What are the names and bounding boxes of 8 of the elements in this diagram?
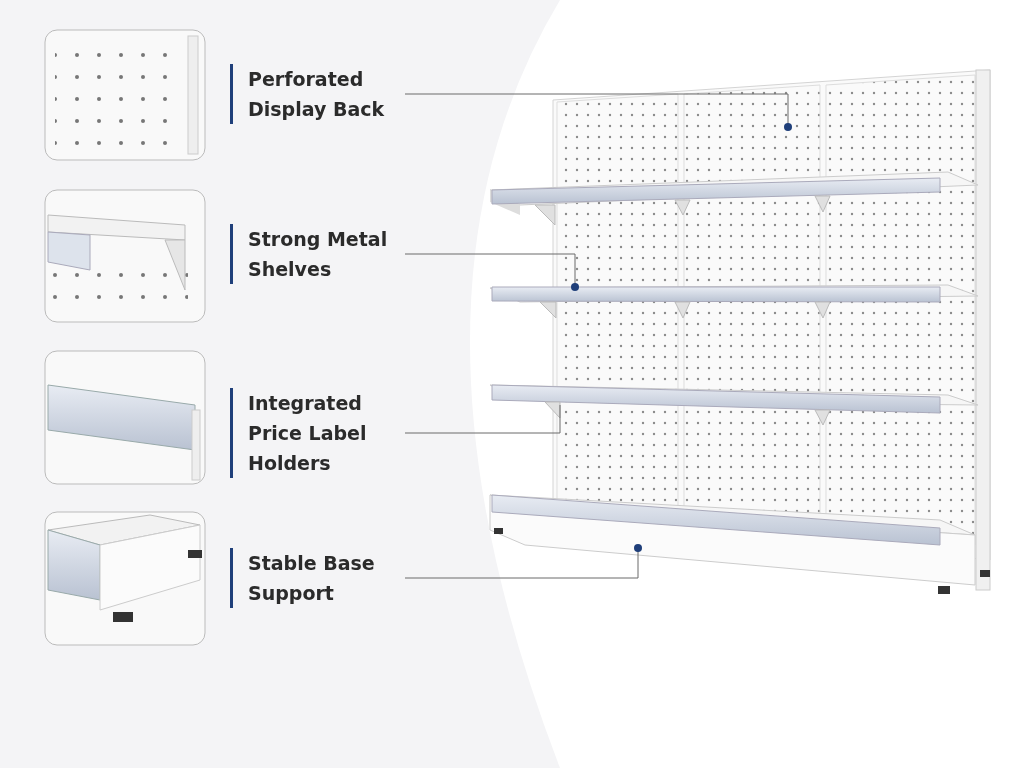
feature-label: Perforated Display Back bbox=[230, 64, 405, 124]
leader-line bbox=[404, 93, 792, 131]
leader-line bbox=[404, 253, 579, 291]
feature-label: Strong Metal Shelves bbox=[230, 224, 405, 284]
feature-label: Stable Base Support bbox=[230, 548, 405, 608]
leader-line bbox=[404, 404, 561, 434]
leader-line bbox=[404, 544, 642, 579]
feature-label: Integrated Price Label Holders bbox=[230, 388, 405, 478]
